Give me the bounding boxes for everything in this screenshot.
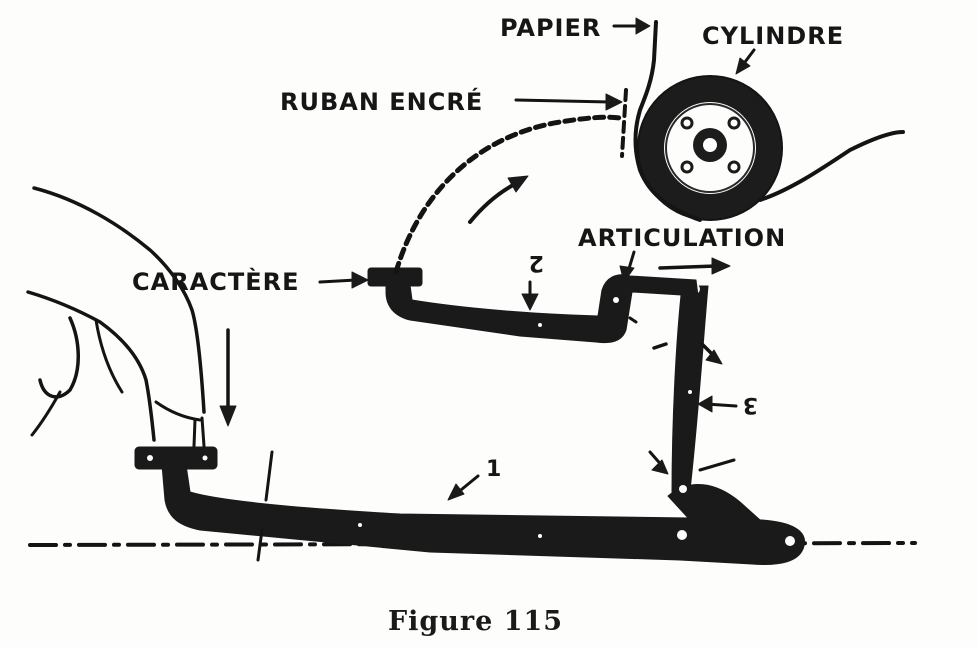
press-arrow: [192, 328, 237, 448]
label-ruban-encre: RUBAN ENCRÉ: [280, 87, 483, 116]
figure-caption: Figure 115: [388, 606, 563, 637]
label-articulation: ARTICULATION: [578, 224, 786, 252]
paper-sheet: [633, 20, 905, 222]
part-number-3: 3: [743, 392, 758, 417]
finger-outline: [26, 186, 206, 442]
motion-arrow-arc: [468, 175, 529, 224]
label-papier: PAPIER: [500, 14, 601, 42]
pivot-mark-lower: [256, 528, 264, 562]
ink-ribbon: [620, 88, 628, 158]
arrow-link-3: [697, 395, 738, 413]
connecting-link: [671, 284, 709, 495]
label-caractere: CARACTÈRE: [132, 267, 300, 296]
cylinder-platen: [637, 75, 783, 221]
part-number-2: 2: [529, 250, 544, 275]
articulation-arrows: [619, 250, 731, 283]
pivot-mark-left: [264, 450, 274, 502]
type-bar: [367, 267, 699, 344]
link-arrows: [628, 316, 736, 475]
swing-path-dashed: [393, 114, 623, 275]
arrow-lever-1: [447, 474, 480, 501]
key-lever: [134, 446, 806, 565]
label-cylindre: CYLINDRE: [702, 22, 844, 50]
part-number-1: 1: [486, 457, 501, 482]
label-arrows: [318, 17, 756, 289]
arrow-type-bar-2: [521, 280, 539, 311]
